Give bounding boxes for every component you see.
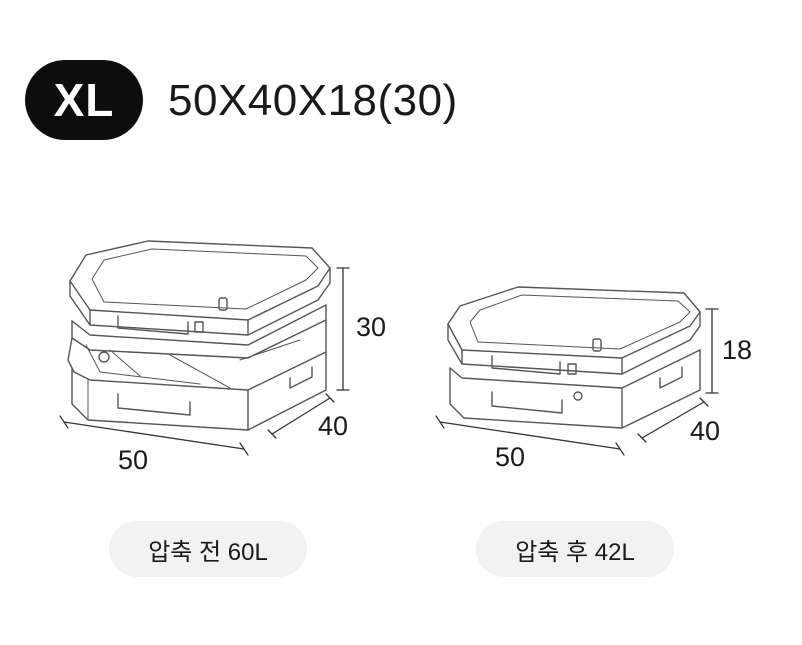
side-handle [659, 366, 683, 389]
label-tag [194, 321, 204, 333]
upper-handle [491, 355, 561, 375]
before-height-label: 30 [356, 312, 387, 342]
after-caption-pill: 압축 후 42L [476, 521, 674, 577]
before-width-label: 50 [118, 445, 149, 475]
lower-handle [491, 391, 563, 414]
lid-inner-panel [91, 248, 319, 310]
size-badge: XL [25, 60, 143, 140]
after-height-label: 18 [722, 335, 753, 365]
lower-handle [117, 393, 191, 416]
side-handle [289, 366, 313, 389]
upper-handle [117, 315, 189, 335]
compressed-case-illustration [447, 286, 701, 429]
label-tag [567, 363, 577, 375]
before-depth-label: 40 [318, 411, 349, 441]
expanded-case-illustration [67, 240, 331, 431]
dimensions-title: 50X40X18(30) [168, 76, 458, 125]
after-width-label: 50 [495, 442, 526, 472]
lid-top [69, 240, 331, 321]
before-caption-pill: 압축 전 60L [109, 521, 307, 577]
lid-top [447, 286, 701, 359]
mesh-zipper [98, 351, 110, 363]
zipper-pull [592, 338, 602, 352]
lid-inner-panel [469, 294, 691, 350]
before-caption: 압축 전 60L [148, 538, 268, 566]
before-dimension-lines [59, 267, 350, 456]
after-caption: 압축 후 42L [515, 538, 635, 566]
after-depth-label: 40 [690, 416, 721, 446]
size-code: XL [53, 74, 115, 126]
after-dimension-lines [435, 308, 719, 456]
zipper-pull-lower [573, 391, 583, 401]
zipper-pull [218, 297, 228, 311]
